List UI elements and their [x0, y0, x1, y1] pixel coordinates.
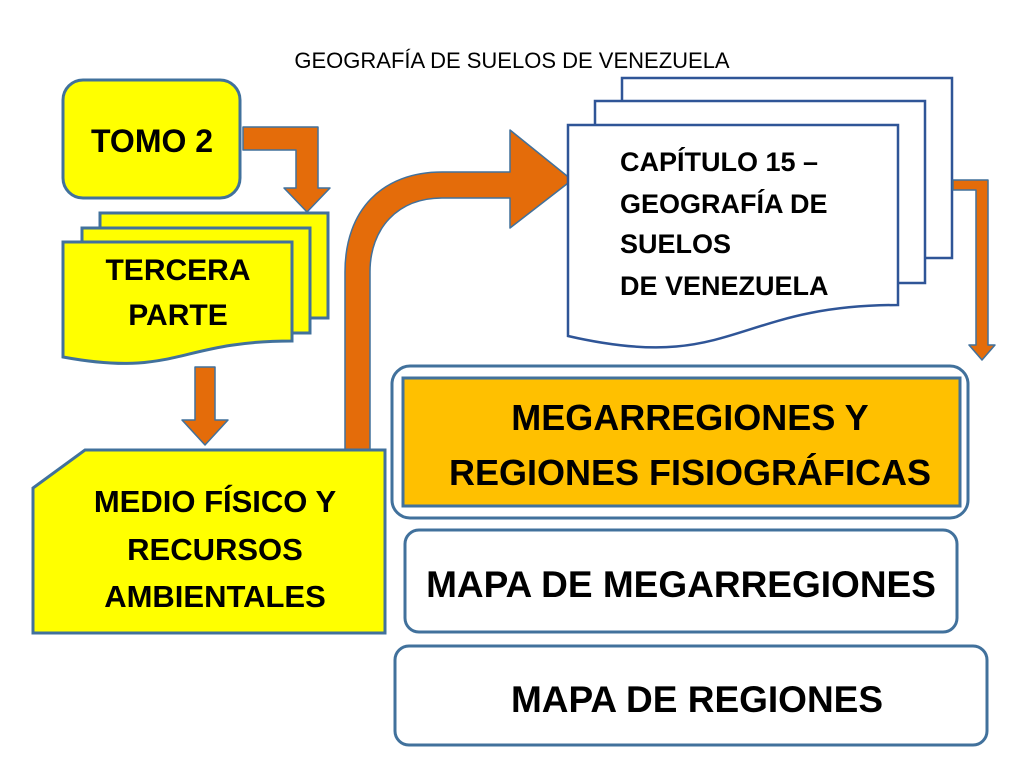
tercera-label-line-2: PARTE — [128, 299, 227, 332]
curved-arrow-medio-to-capitulo — [344, 129, 573, 451]
capitulo-line-2: GEOGRAFÍA DE — [620, 188, 828, 219]
tercera-front-page — [61, 240, 294, 365]
mapa-regiones-node: MAPA DE REGIONES — [393, 644, 989, 747]
arrow-tercera-to-medio — [181, 366, 229, 446]
medio-fisico-line-2: RECURSOS — [127, 532, 303, 567]
medio-fisico-node: MEDIO FÍSICO Y RECURSOS AMBIENTALES — [31, 448, 387, 635]
megarregiones-node: MEGARREGIONES Y REGIONES FISIOGRÁFICAS — [390, 364, 970, 520]
medio-fisico-line-3: AMBIENTALES — [104, 579, 326, 614]
capitulo-line-3: SUELOS — [620, 229, 731, 259]
mapa-regiones-box — [393, 644, 989, 747]
tercera-parte-node: TERCERA PARTE — [61, 211, 330, 365]
capitulo-node: CAPÍTULO 15 – GEOGRAFÍA DE SUELOS DE VEN… — [566, 76, 954, 349]
arrow-capitulo-to-megarregiones — [952, 179, 996, 361]
mapa-megarregiones-node: MAPA DE MEGARREGIONES — [403, 528, 959, 634]
megarregiones-line-2: REGIONES FISIOGRÁFICAS — [449, 452, 931, 493]
megarregiones-box — [401, 376, 962, 508]
tomo-box — [61, 78, 242, 200]
capitulo-line-1: CAPÍTULO 15 – — [620, 146, 818, 177]
medio-fisico-line-1: MEDIO FÍSICO Y — [94, 484, 337, 519]
tercera-label-line-1: TERCERA — [105, 254, 250, 287]
capitulo-line-4: DE VENEZUELA — [620, 271, 829, 301]
page-title: GEOGRAFÍA DE SUELOS DE VENEZUELA — [294, 48, 730, 73]
tomo-label: TOMO 2 — [91, 123, 213, 159]
tomo-node: TOMO 2 — [61, 78, 242, 200]
medio-fisico-box — [31, 448, 387, 635]
megarregiones-line-1: MEGARREGIONES Y — [511, 397, 868, 438]
arrow-tomo-to-tercera — [242, 126, 331, 213]
mapa-megarregiones-label: MAPA DE MEGARREGIONES — [426, 564, 936, 605]
capitulo-front-page — [566, 123, 900, 349]
mapa-megarregiones-box — [403, 528, 959, 634]
mapa-regiones-label: MAPA DE REGIONES — [511, 679, 883, 720]
